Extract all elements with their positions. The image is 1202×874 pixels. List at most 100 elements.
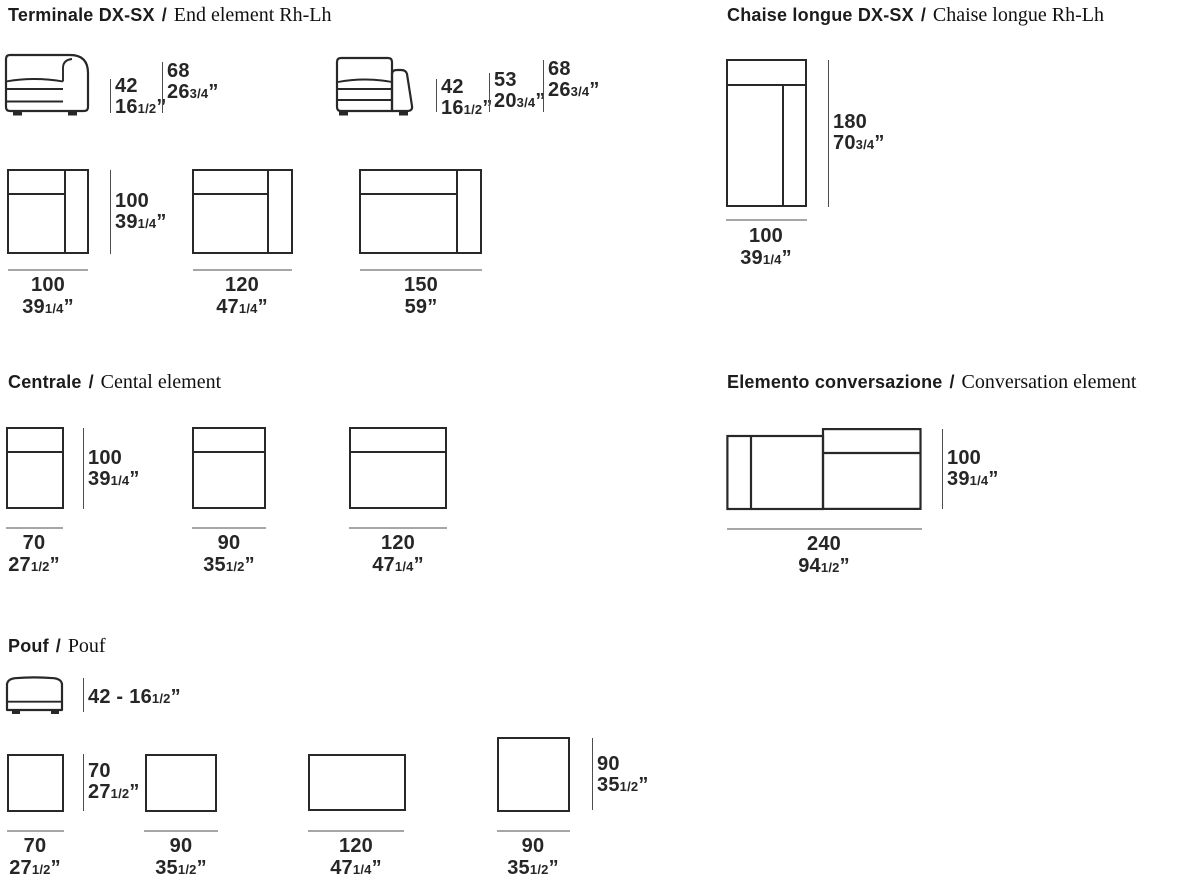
dimension-inch: 941/2”: [798, 555, 850, 577]
title-english: End element Rh-Lh: [173, 4, 332, 26]
dimension-inch: 351/2”: [597, 774, 649, 796]
dimension-inch: 391/4”: [22, 296, 74, 318]
dimension-line: [489, 73, 491, 112]
dimension-cm: 90: [217, 532, 241, 554]
dimension-cm: 100: [31, 274, 65, 296]
plan-view-90: [192, 427, 266, 509]
title-separator: /: [949, 372, 955, 392]
plan-view-70: [6, 427, 64, 509]
dimension-inch: 471/4”: [216, 296, 268, 318]
section-title: Centrale / Cental element: [8, 371, 221, 394]
dimension-inch: 203/4”: [494, 90, 546, 112]
title-italian: Terminale DX-SX: [8, 5, 155, 25]
dimension-cm: 68: [548, 58, 571, 80]
depth-dimension: 70 271/2”: [88, 760, 140, 803]
dimension-inch: 263/4”: [167, 81, 219, 103]
pouf-plan-90-square: [497, 737, 570, 812]
title-separator: /: [88, 372, 94, 392]
dimension-line: [436, 79, 438, 112]
dimension-cm: 100: [749, 225, 783, 247]
conversation-element-plan-drawing: [726, 428, 922, 511]
dimension-cm: 68: [167, 60, 190, 82]
width-dimension-line: [8, 269, 88, 271]
section-title: Pouf / Pouf: [8, 635, 106, 658]
dimension-inch: 391/4”: [740, 247, 792, 269]
section-title: Elemento conversazione / Conversation el…: [727, 371, 1136, 394]
backrest-line: [8, 451, 62, 454]
title-separator: /: [55, 636, 61, 656]
dimension-cm: 120: [225, 274, 259, 296]
title-italian: Chaise longue DX-SX: [727, 5, 914, 25]
pouf-side-view-drawing: [5, 676, 64, 714]
title-english: Pouf: [67, 635, 106, 657]
armrest-height-dimension: 53 203/4”: [494, 69, 546, 112]
dimension-cm: 70: [88, 760, 111, 782]
section-title: Terminale DX-SX / End element Rh-Lh: [8, 4, 331, 27]
width-dimension: 100 391/4”: [0, 274, 108, 318]
back-height-dimension: 68 263/4”: [167, 60, 219, 103]
depth-dimension: 180 703/4”: [833, 112, 885, 154]
width-dimension: 240 941/2”: [764, 533, 884, 577]
width-dimension: 100 391/4”: [706, 225, 826, 269]
dimension-inch: 471/4”: [330, 857, 382, 874]
depth-dimension: 90 351/2”: [597, 754, 649, 796]
dimension-inch: 271/2”: [9, 857, 61, 874]
dimension-inch: 59”: [404, 296, 438, 318]
dimension-inch: 161/2”: [115, 96, 166, 118]
dimension-inch: 263/4”: [548, 79, 600, 101]
depth-dimension: 100 391/4”: [115, 191, 167, 233]
backrest-line: [194, 451, 264, 454]
width-dimension-line: [6, 527, 63, 529]
end-element-armrest-side-view-drawing: [335, 56, 414, 116]
width-dimension: 70 271/2”: [0, 532, 94, 576]
depth-dimension: 100 391/4”: [947, 447, 999, 490]
dimension-inch: 271/2”: [88, 781, 140, 803]
dimension-cm: 120: [339, 835, 373, 857]
dimension-cm: 240: [807, 533, 841, 555]
pouf-plan-70: [7, 754, 64, 812]
dimension-cm: 42: [115, 75, 138, 97]
title-separator: /: [161, 5, 167, 25]
dimension-cm: 90: [521, 835, 545, 857]
dimension-inch: 391/4”: [115, 211, 167, 233]
width-dimension: 90 351/2”: [121, 836, 241, 874]
width-dimension-line: [308, 830, 404, 832]
dimension-cm: 70: [22, 532, 46, 554]
dimension-cm: 120: [381, 532, 415, 554]
dimension-inch: 471/4”: [372, 554, 424, 576]
width-dimension: 120 471/4”: [182, 274, 302, 318]
dimension-line: [110, 79, 112, 113]
pouf-plan-120: [308, 754, 406, 811]
title-italian: Elemento conversazione: [727, 372, 943, 392]
cushion-divider-line: [782, 86, 785, 205]
dimension-inch: 271/2”: [8, 554, 60, 576]
seat-height-dimension: 42 161/2”: [441, 77, 493, 119]
width-dimension-line: [192, 527, 266, 529]
dimension-cm: 100: [88, 447, 122, 469]
dimension-cm: 100: [947, 447, 981, 469]
end-element-side-view-drawing: [4, 53, 90, 116]
dimension-cm: 53: [494, 69, 517, 91]
dimension-inch: 161/2”: [129, 686, 181, 708]
backrest-line: [351, 451, 445, 454]
plan-view-120: [192, 169, 293, 254]
back-height-dimension: 68 263/4”: [548, 58, 600, 101]
width-dimension: 150 59”: [361, 274, 481, 318]
width-dimension-line: [360, 269, 482, 271]
backrest-line: [194, 193, 267, 196]
dimension-line: [83, 428, 85, 509]
dimension-inch: 391/4”: [947, 468, 999, 490]
plan-view-120: [349, 427, 447, 509]
width-dimension: 120 471/4”: [296, 835, 416, 874]
dimension-cm: 70: [23, 835, 47, 857]
width-dimension-line: [7, 830, 64, 832]
width-dimension-line: [349, 527, 447, 529]
seat-height-dimension: 42 161/2”: [115, 75, 167, 118]
backrest-line: [728, 84, 805, 87]
dimension-cm: 150: [404, 274, 438, 296]
dimension-inch: 161/2”: [441, 97, 493, 119]
width-dimension: 90 351/2”: [169, 532, 289, 576]
dimension-inch: 351/2”: [155, 857, 207, 874]
width-dimension-line: [144, 830, 218, 832]
